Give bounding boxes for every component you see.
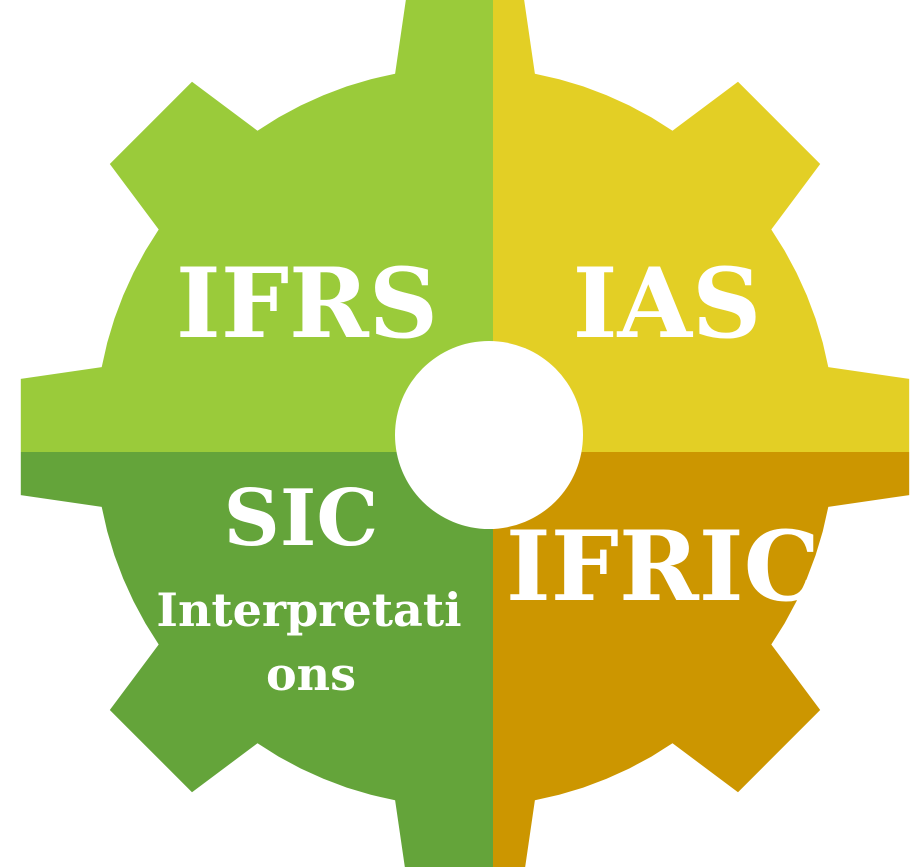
ias-label: IAS: [573, 247, 762, 360]
sic-interpretations-line-2: ons: [266, 647, 356, 701]
sic-interpretations-line-1: Interpretati: [156, 583, 461, 637]
gear-hub: [395, 341, 583, 529]
sic-label: SIC: [224, 473, 379, 564]
ifrs-label: IFRS: [176, 247, 438, 360]
ifrics-label: IFRICs: [506, 510, 874, 623]
